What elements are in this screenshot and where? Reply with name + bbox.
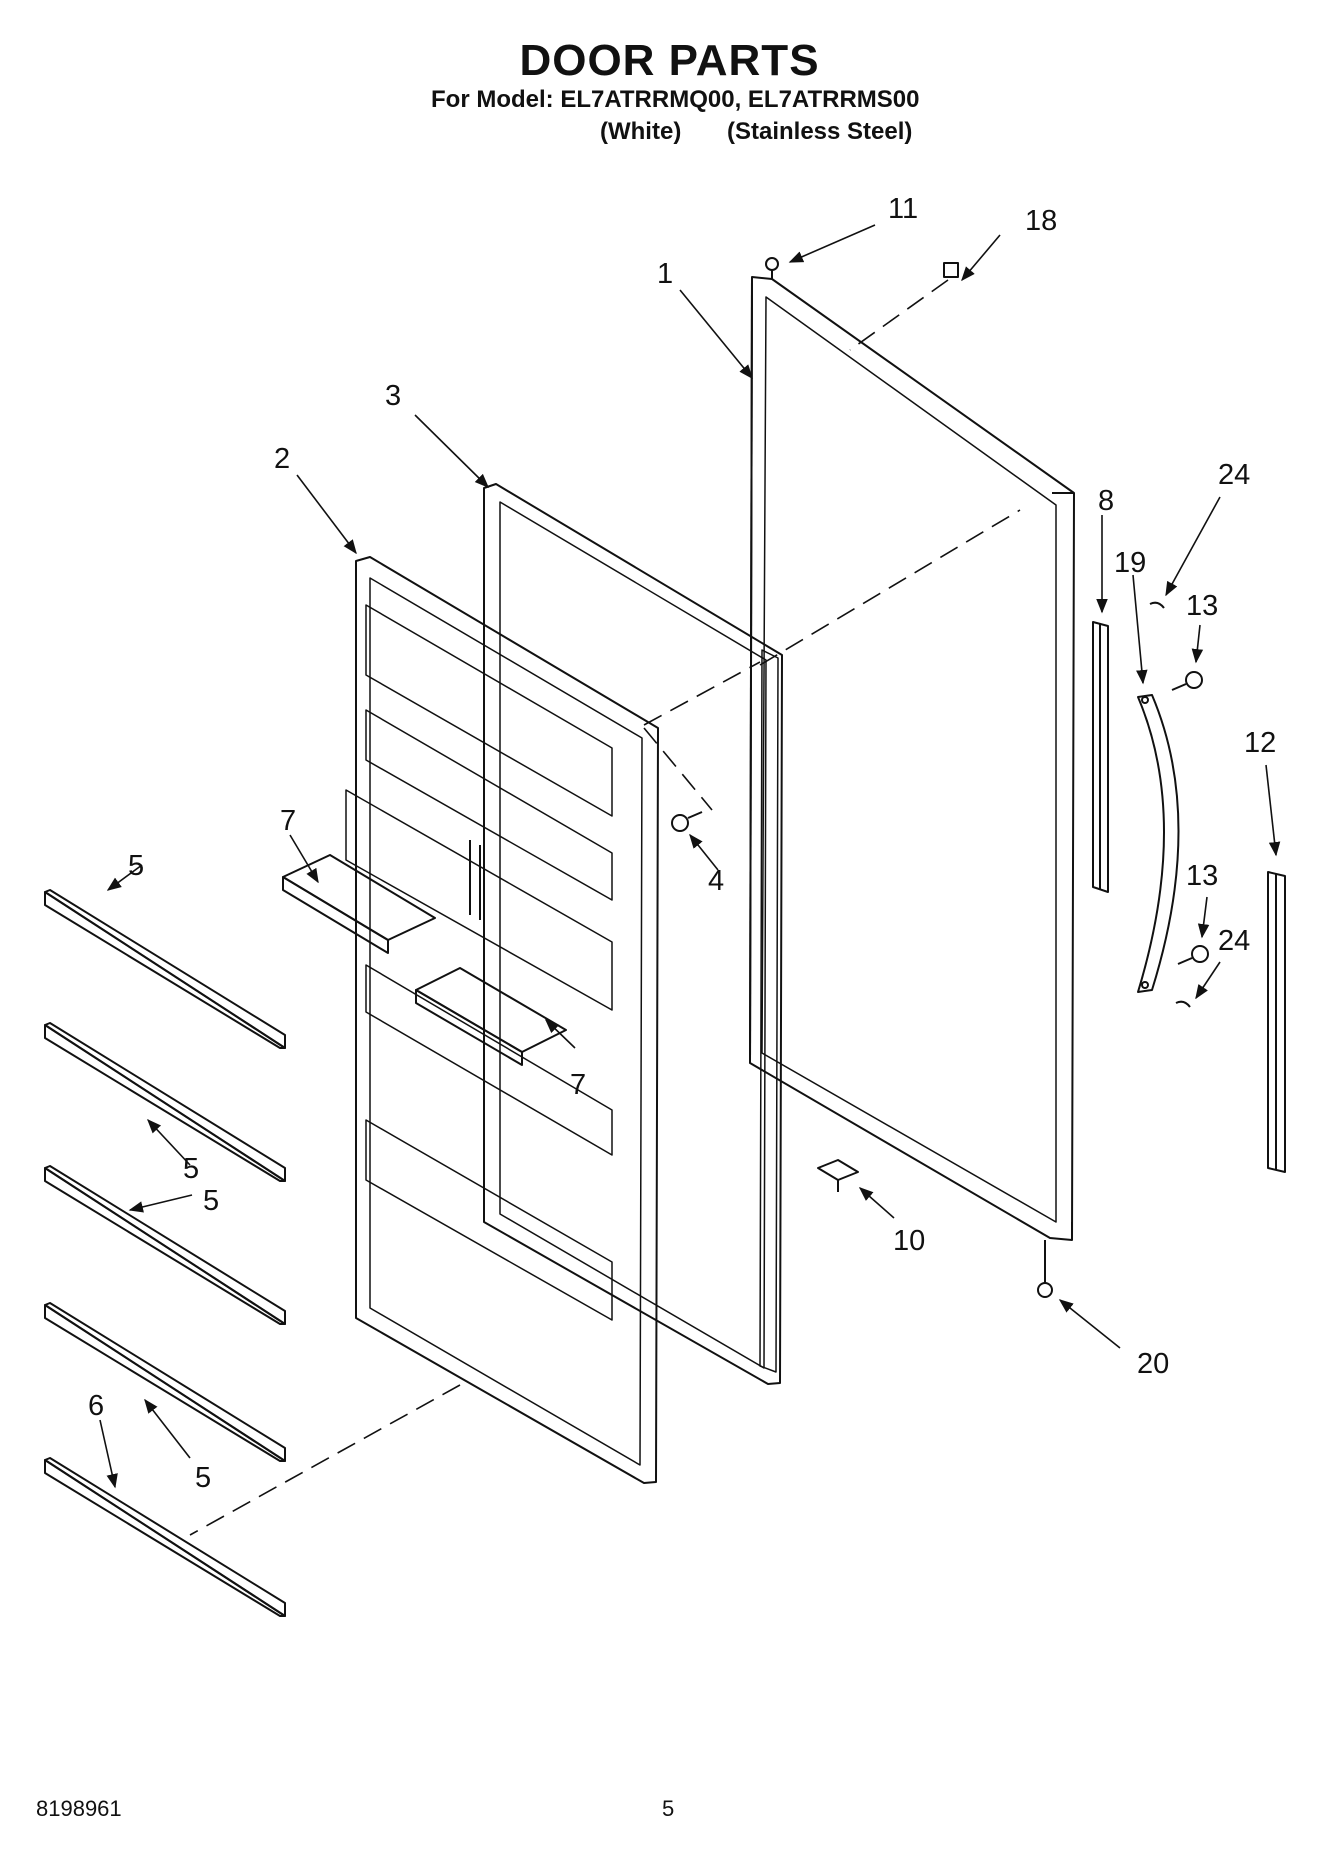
callout-11: 11 (888, 193, 918, 225)
screw-part-13-lower (1177, 945, 1209, 965)
door-liner (345, 556, 659, 1484)
callout-13-lower: 13 (1186, 860, 1218, 892)
callout-8: 8 (1098, 485, 1114, 517)
callout-5-third: 5 (203, 1185, 219, 1217)
screw-part-4 (671, 811, 703, 832)
door-gasket (483, 483, 783, 1385)
plug-part-18 (943, 262, 959, 278)
handle-side-trim (1267, 871, 1286, 1173)
callout-5-fourth: 5 (195, 1462, 211, 1494)
trim-strip-5-second (44, 1022, 286, 1182)
callout-2: 2 (274, 443, 290, 475)
callout-1: 1 (657, 258, 673, 290)
hinge-side-trim (1092, 621, 1109, 893)
callout-3: 3 (385, 380, 401, 412)
trim-strip-5-first (44, 889, 286, 1049)
document-number: 8198961 (36, 1796, 122, 1821)
door-shelf-lower (415, 967, 567, 1066)
bushing-part-20 (1037, 1240, 1053, 1298)
clip-part-24-lower (1175, 1000, 1191, 1008)
model-line: For Model: EL7ATRRMQ00, EL7ATRRMS00 (431, 86, 920, 113)
callout-19: 19 (1114, 547, 1146, 579)
callout-6: 6 (88, 1390, 104, 1422)
callout-24-lower: 24 (1218, 925, 1250, 957)
callout-18: 18 (1025, 205, 1057, 237)
screw-part-13-upper (1171, 671, 1203, 691)
trim-strip-6 (44, 1457, 286, 1617)
door-handle (1137, 694, 1180, 993)
variant-white-label: (White) (600, 118, 682, 145)
clip-part-24-upper (1149, 601, 1165, 609)
trim-strip-5-third (44, 1165, 286, 1325)
callout-10: 10 (893, 1225, 925, 1257)
assembly-lines (189, 279, 1021, 1536)
door-shelf-upper (282, 854, 436, 954)
variant-steel-label: (Stainless Steel) (727, 118, 913, 145)
callout-5-second: 5 (183, 1153, 199, 1185)
callout-4: 4 (708, 865, 724, 897)
callout-5-first: 5 (128, 850, 144, 882)
callout-13-upper: 13 (1186, 590, 1218, 622)
trim-strip-5-fourth (44, 1302, 286, 1462)
callout-7-upper: 7 (280, 805, 296, 837)
hinge-bracket-part-10 (817, 1159, 859, 1192)
callout-7-lower: 7 (570, 1069, 586, 1101)
screw-part-11 (765, 257, 779, 279)
door-outer-panel (749, 276, 1075, 1241)
page-number: 5 (662, 1796, 675, 1821)
callout-20: 20 (1137, 1348, 1169, 1380)
page-title: DOOR PARTS (519, 36, 820, 85)
callout-24-upper: 24 (1218, 459, 1250, 491)
leader-arrows (99, 224, 1281, 1489)
callout-12: 12 (1244, 727, 1276, 759)
